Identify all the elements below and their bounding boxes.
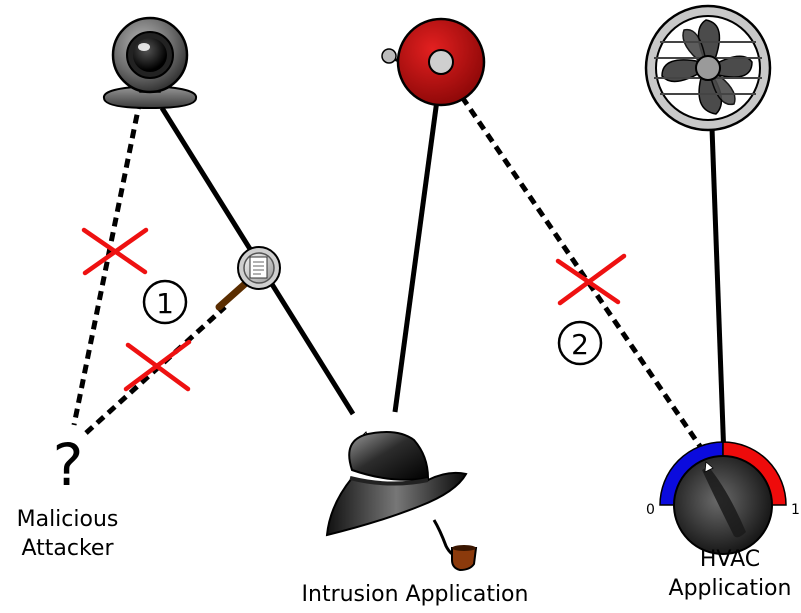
question-mark-icon: ? (53, 431, 84, 499)
thermostat-dial-icon (659, 441, 787, 555)
webcam-icon (103, 16, 197, 110)
link-bell-intrusion (392, 99, 440, 413)
attacker-label-line2: Attacker (21, 536, 114, 561)
hvac-label: HVAC Application (655, 545, 801, 603)
blocked-cross-2 (123, 339, 192, 392)
dial-min-label: 0 (646, 502, 655, 518)
magnifier-icon (215, 246, 281, 311)
link-fan-hvac (709, 127, 727, 459)
intrusion-label: Intrusion Application (301, 582, 529, 607)
pipe-icon (432, 519, 478, 572)
hvac-label-line1: HVAC (699, 547, 761, 572)
link-attacker-magnifier (84, 305, 227, 435)
svg-text:1: 1 (156, 287, 174, 320)
blocked-cross-1 (81, 227, 149, 276)
svg-text:2: 2 (571, 328, 589, 361)
dial-max-label: 1 (791, 502, 800, 518)
attacker-label-line1: Malicious (16, 507, 119, 532)
step-marker-1: ① 1 (142, 279, 188, 325)
hvac-label-line2: Application (668, 576, 792, 601)
detective-hat-icon (325, 431, 468, 537)
fan-icon (644, 4, 772, 132)
blocked-cross-3 (555, 253, 627, 306)
step-marker-2: ② 2 (557, 320, 603, 366)
link-attacker-webcam (71, 99, 143, 426)
alarm-bell-icon (381, 17, 486, 107)
attacker-symbol: ? (53, 431, 84, 499)
attacker-label: Malicious Attacker (0, 505, 135, 563)
